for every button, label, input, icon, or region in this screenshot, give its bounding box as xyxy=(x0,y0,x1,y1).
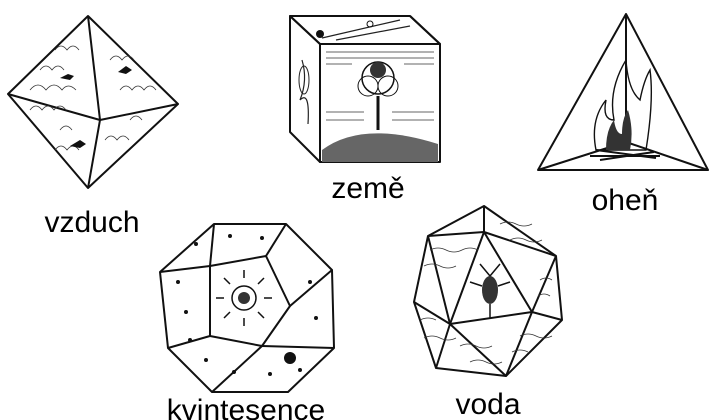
label-earth: země xyxy=(331,172,404,205)
sea-creature-icon xyxy=(470,264,510,318)
label-water: voda xyxy=(455,388,520,420)
cube-earth-figure xyxy=(290,16,440,162)
icosahedron-water-figure xyxy=(414,206,562,376)
label-air: vzduch xyxy=(44,206,139,239)
label-quintessence: kvintesence xyxy=(167,394,325,420)
root-plant-icon xyxy=(299,60,309,124)
tools-icon xyxy=(316,20,410,40)
tetrahedron-fire-figure xyxy=(538,14,708,170)
label-fire: oheň xyxy=(592,184,659,217)
star-icon xyxy=(176,234,318,376)
sun-icon xyxy=(216,270,272,326)
dodecahedron-quintessence-figure xyxy=(160,224,334,392)
moon-icon xyxy=(284,352,296,364)
octahedron-air-figure xyxy=(8,16,178,188)
